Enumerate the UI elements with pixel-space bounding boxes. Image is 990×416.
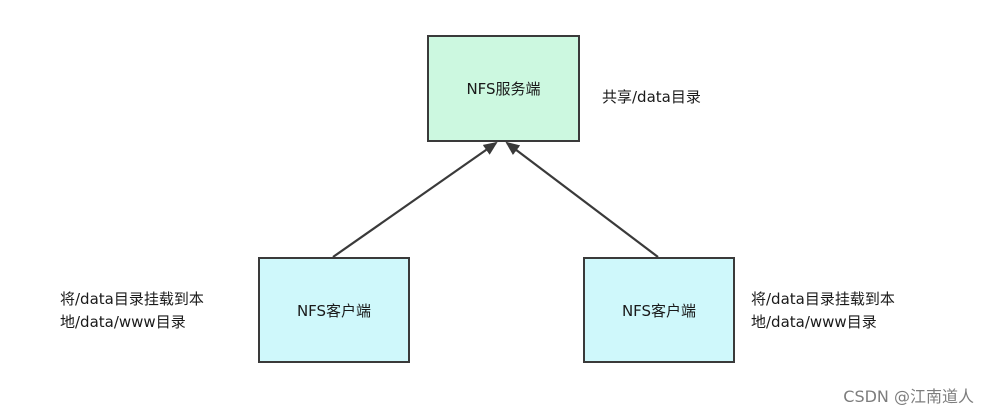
nfs-server-node: NFS服务端 bbox=[427, 35, 580, 142]
nfs-client-right-node: NFS客户端 bbox=[583, 257, 735, 363]
nfs-client-right-note-line2: 地/data/www目录 bbox=[751, 313, 877, 331]
nfs-client-left-label: NFS客户端 bbox=[296, 301, 372, 320]
nfs-client-right-note-line1: 将/data目录挂载到本 bbox=[751, 290, 895, 308]
arrow-left-client-to-server bbox=[332, 141, 498, 258]
nfs-client-right-note: 将/data目录挂载到本 地/data/www目录 bbox=[751, 288, 895, 334]
nfs-client-left-note-line2: 地/data/www目录 bbox=[60, 313, 186, 331]
nfs-client-right-label: NFS客户端 bbox=[621, 301, 697, 320]
nfs-server-note-text: 共享/data目录 bbox=[602, 88, 701, 106]
nfs-client-left-note: 将/data目录挂载到本 地/data/www目录 bbox=[60, 288, 204, 334]
nfs-server-label: NFS服务端 bbox=[466, 80, 541, 98]
arrow-right-client-to-server bbox=[505, 141, 659, 258]
nfs-client-left-note-line1: 将/data目录挂载到本 bbox=[60, 290, 204, 308]
csdn-watermark: CSDN @江南道人 bbox=[843, 387, 974, 406]
nfs-server-note: 共享/data目录 bbox=[602, 86, 701, 109]
nfs-client-left-node: NFS客户端 bbox=[258, 257, 410, 363]
